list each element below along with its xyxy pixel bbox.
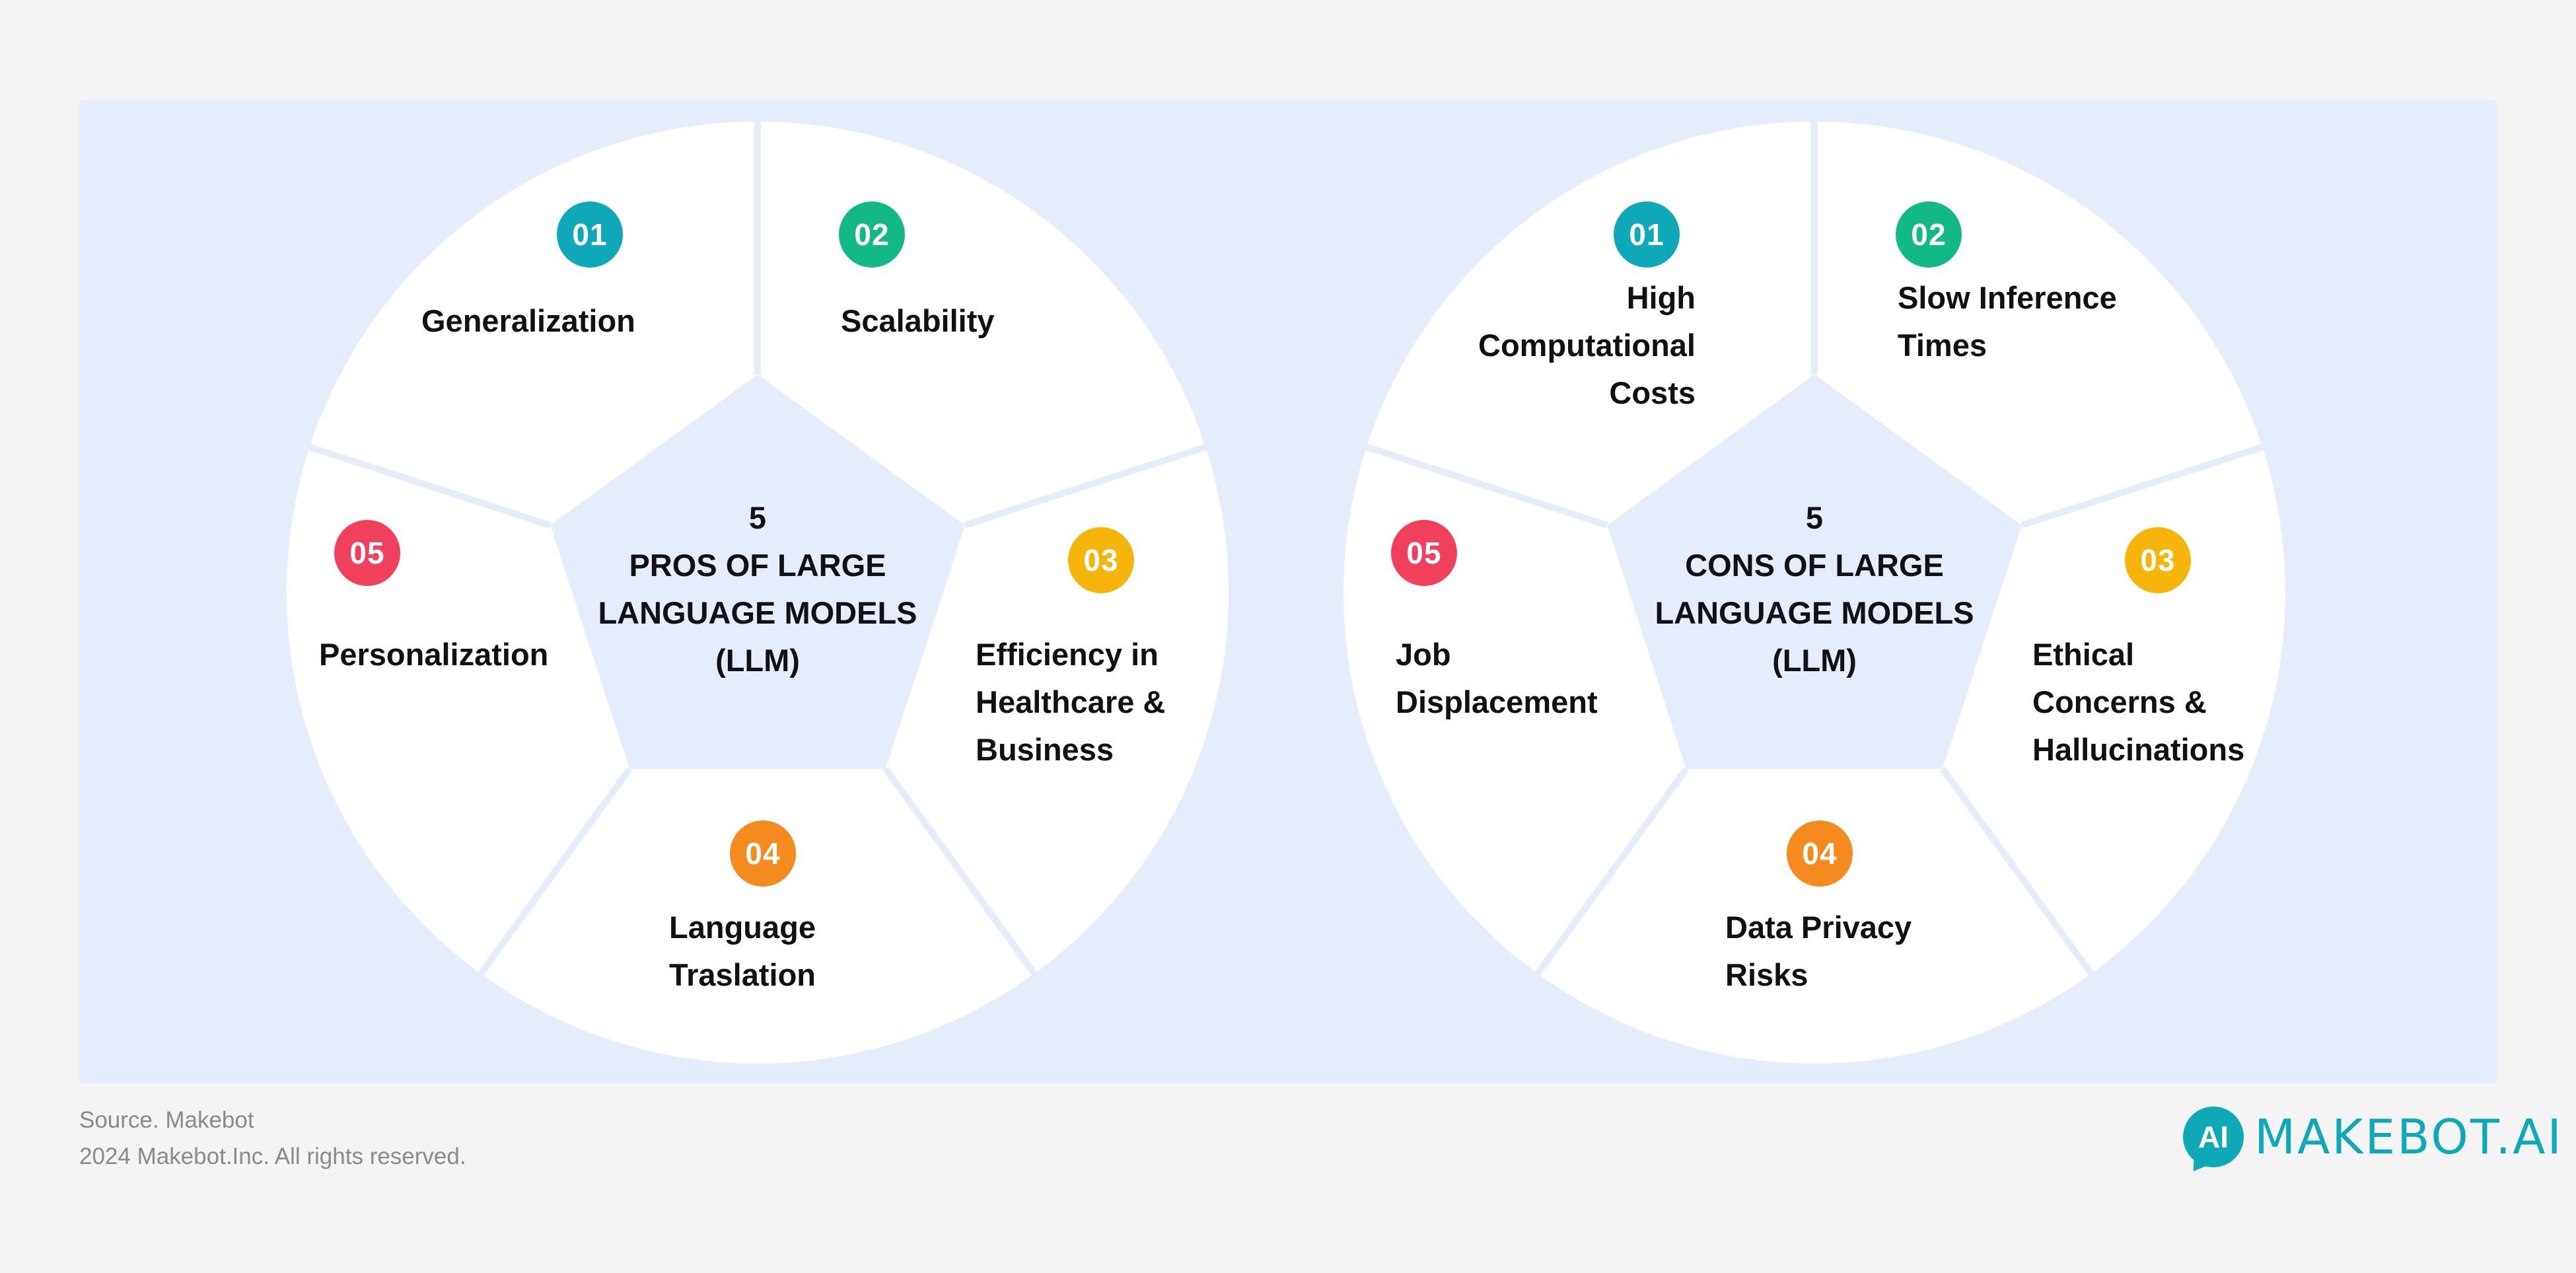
segment-divider [1939, 767, 2096, 978]
pros-badge-02: 02 [839, 201, 905, 268]
segment-divider [964, 443, 1209, 528]
center-pentagon [1607, 375, 2022, 769]
pros-badge-04: 04 [730, 820, 796, 887]
cons-label-inference-times: Slow Inference Times [1898, 280, 2117, 363]
pros-label-personalization: Personalization [319, 637, 549, 672]
segment-divider [882, 767, 1039, 978]
pros-label-scalability: Scalability [841, 303, 995, 338]
pros-center-title: 5 PROS OF LARGE LANGUAGE MODELS (LLM) [598, 500, 917, 678]
pros-label-generalization: Generalization [421, 303, 635, 338]
center-pentagon [550, 375, 965, 769]
segment-divider [2021, 443, 2266, 528]
pros-label-efficiency: Efficiency in Healthcare & Business [976, 637, 1166, 767]
source-text: Source. Makebot [79, 1107, 254, 1133]
cons-label-data-privacy: Data Privacy Risks [1725, 910, 1912, 992]
segment-divider [306, 443, 552, 528]
copyright-text: 2024 Makebot.Inc. All rights reserved. [79, 1144, 466, 1169]
cons-center-title: 5 CONS OF LARGE LANGUAGE MODELS (LLM) [1655, 500, 1974, 678]
pros-wheel [287, 119, 1229, 1064]
cons-label-job-displacement: Job Displacement [1396, 637, 1598, 719]
cons-badge-05: 05 [1391, 520, 1457, 586]
cons-label-computational-costs: High Computational Costs [1478, 280, 1696, 410]
cons-badge-01: 01 [1614, 201, 1680, 268]
pros-badge-05: 05 [334, 520, 400, 586]
cons-badge-04: 04 [1787, 820, 1853, 887]
segment-divider [1363, 443, 1608, 528]
makebot-logo: AI MAKEBOT.AI [2183, 1102, 2563, 1172]
pros-label-translation: Language Traslation [669, 910, 816, 992]
cons-label-ethical-concerns: Ethical Concerns & Hallucinations [2032, 637, 2245, 767]
cons-badge-03: 03 [2125, 527, 2191, 593]
logo-wordmark: MAKEBOT.AI [2254, 1109, 2563, 1165]
segment-divider [1533, 767, 1690, 978]
pros-badge-03: 03 [1068, 527, 1134, 593]
pros-badge-01: 01 [557, 201, 623, 268]
segment-divider [476, 767, 633, 978]
logo-mark-icon: AI [2183, 1107, 2244, 1167]
cons-badge-02: 02 [1896, 201, 1962, 268]
cons-wheel [1343, 119, 2285, 1064]
